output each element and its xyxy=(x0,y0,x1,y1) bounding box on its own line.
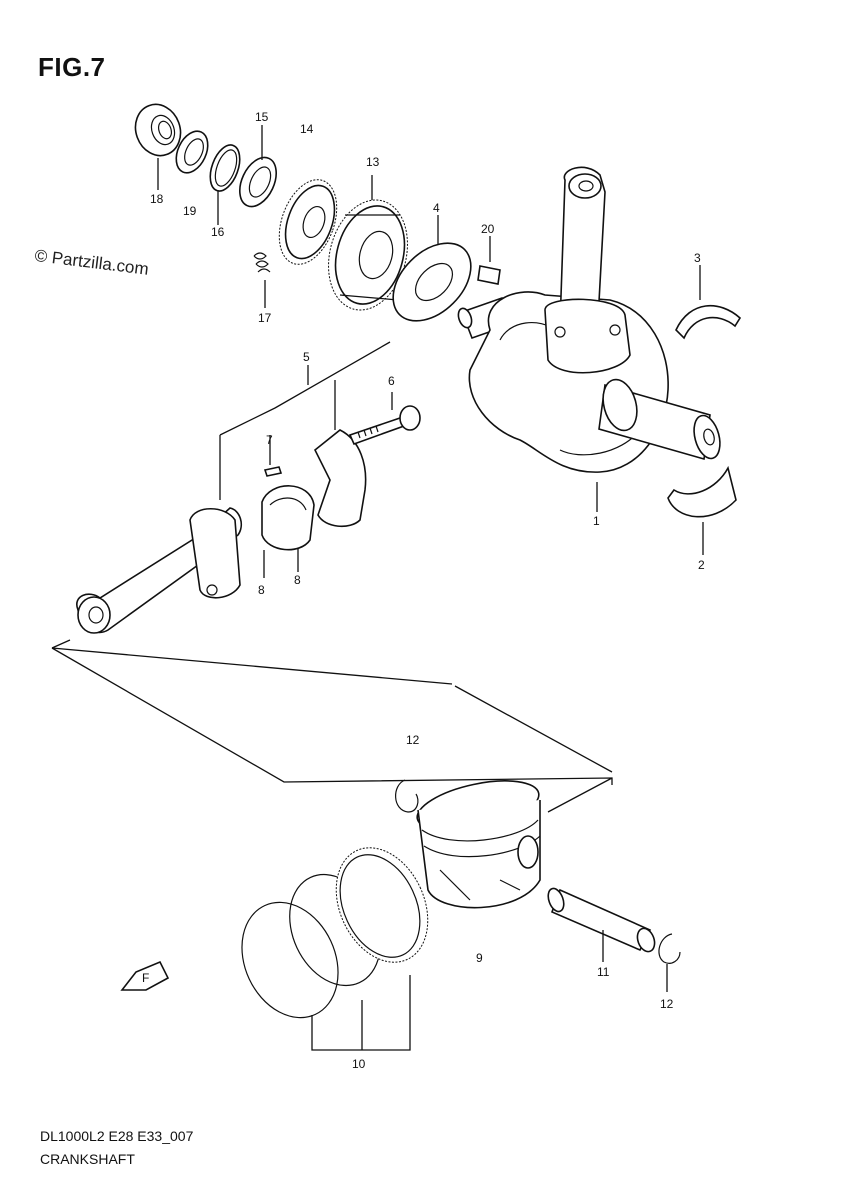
callout-20: 20 xyxy=(481,222,495,236)
part-19-washer[interactable] xyxy=(170,126,214,178)
callout-15: 15 xyxy=(255,110,269,124)
callout-2: 2 xyxy=(698,558,705,572)
callout-7: 7 xyxy=(266,433,273,447)
part-4-thrust-washer[interactable] xyxy=(378,228,485,335)
part-10-piston-ring-set[interactable] xyxy=(224,833,446,1034)
part-12-piston-pin-clip-a[interactable] xyxy=(395,779,419,813)
assembly-bracket-12 xyxy=(51,639,613,813)
callout-18: 18 xyxy=(150,192,164,206)
callout-numbers: 1 2 3 4 5 6 7 8 8 9 10 11 12 12 13 14 15… xyxy=(150,110,705,1071)
part-6-cap-bolt[interactable] xyxy=(348,405,421,446)
bracket-10 xyxy=(311,975,411,1051)
callout-14: 14 xyxy=(300,122,314,136)
part-12-piston-pin-clip-b[interactable] xyxy=(658,933,681,964)
part-7-pin[interactable] xyxy=(263,466,283,477)
part-9-piston[interactable] xyxy=(413,772,543,909)
part-18-oil-seal[interactable] xyxy=(128,98,187,162)
part-5-rod-cap[interactable] xyxy=(313,429,367,528)
part-3-main-bearing-upper[interactable] xyxy=(675,305,742,340)
part-14-scissor-gear[interactable] xyxy=(269,172,348,272)
callout-12a: 12 xyxy=(406,733,420,747)
part-1-crankshaft[interactable] xyxy=(456,166,724,473)
leader-lines xyxy=(157,125,704,992)
callout-4: 4 xyxy=(433,201,440,215)
part-5-connecting-rod-assembly[interactable] xyxy=(76,405,421,634)
part-16-circlip[interactable] xyxy=(205,141,246,195)
callout-6: 6 xyxy=(388,374,395,388)
diagram-name: CRANKSHAFT xyxy=(40,1151,135,1167)
figure-title: FIG.7 xyxy=(38,52,106,82)
part-13-primary-drive-gear[interactable] xyxy=(317,191,419,319)
part-17-spring[interactable] xyxy=(253,252,271,273)
callout-5: 5 xyxy=(303,350,310,364)
callout-8b: 8 xyxy=(294,573,301,587)
front-arrow-icon: F xyxy=(120,960,170,991)
part-20-key[interactable] xyxy=(477,265,501,285)
part-15-retainer[interactable] xyxy=(233,152,284,213)
part-2-main-bearing-lower[interactable] xyxy=(667,465,737,518)
part-8-rod-bearing-a[interactable] xyxy=(261,485,315,551)
callout-12b: 12 xyxy=(660,997,674,1011)
callout-16: 16 xyxy=(211,225,225,239)
assembly-bracket-5 xyxy=(219,341,391,500)
callout-3: 3 xyxy=(694,251,701,265)
callout-17: 17 xyxy=(258,311,272,325)
callout-19: 19 xyxy=(183,204,197,218)
callout-1: 1 xyxy=(593,514,600,528)
callout-11: 11 xyxy=(597,965,610,979)
part-11-piston-pin[interactable] xyxy=(545,886,657,954)
front-arrow-label: F xyxy=(142,971,149,985)
assembly-bracket-12-top xyxy=(51,647,453,685)
callout-8a: 8 xyxy=(258,583,265,597)
callout-9: 9 xyxy=(476,951,483,965)
diagram-code: DL1000L2 E28 E33_007 xyxy=(40,1128,194,1144)
callout-13: 13 xyxy=(366,155,380,169)
callout-10: 10 xyxy=(352,1057,366,1071)
